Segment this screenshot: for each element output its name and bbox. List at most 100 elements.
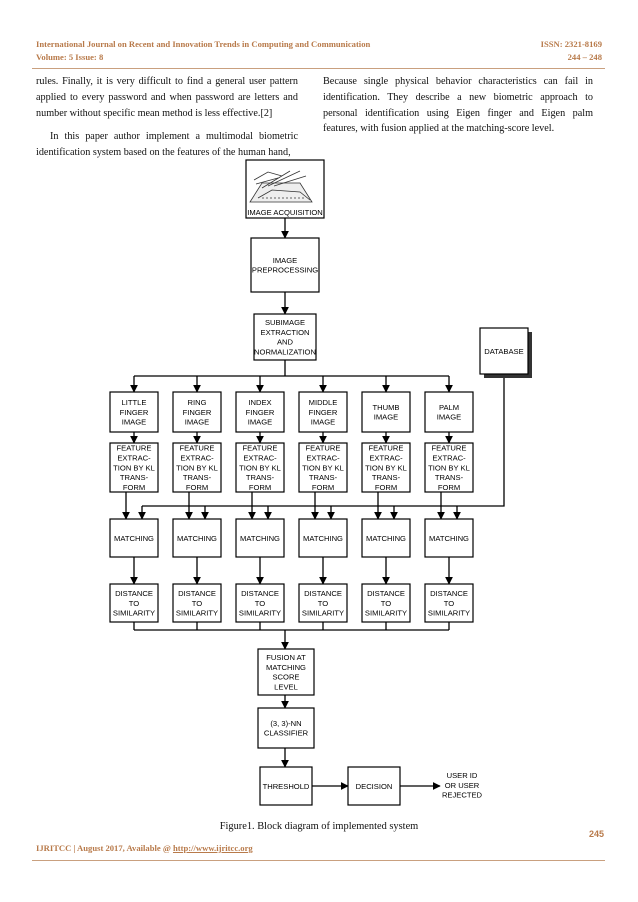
- distance-box-2: [235, 583, 285, 623]
- feature-box-2-label: EXTRAC-: [243, 454, 277, 463]
- volume-issue: Volume: 5 Issue: 8: [36, 52, 104, 62]
- running-header-left: International Journal on Recent and Inno…: [36, 38, 370, 64]
- feature-box-5-label: EXTRAC-: [432, 454, 466, 463]
- feature-box-1-label: TION BY KL: [176, 463, 218, 472]
- image-box-3: [298, 391, 348, 433]
- page-range: 244 – 248: [567, 52, 602, 62]
- feature-box-5: [424, 442, 474, 493]
- subimage-box-label: NORMALIZATION: [254, 348, 316, 357]
- image-box-5-label: PALM: [439, 403, 459, 412]
- matching-box-2: [235, 518, 285, 558]
- right-paragraph-1: Because single physical behavior charact…: [323, 76, 593, 135]
- footer: IJRITCC | August 2017, Available @ http:…: [36, 843, 253, 853]
- output-label-1: OR USER: [445, 781, 480, 790]
- fusion-box-label: FUSION AT: [266, 653, 306, 662]
- image-box-0-label: FINGER: [120, 408, 149, 417]
- image-box-3-label: FINGER: [309, 408, 338, 417]
- image-box-0-label: IMAGE: [122, 418, 146, 427]
- footer-link[interactable]: http://www.ijritcc.org: [172, 843, 253, 853]
- matching-box-4: [361, 518, 411, 558]
- output-label-2: REJECTED: [442, 791, 483, 800]
- feature-box-1: [172, 442, 222, 493]
- classifier-box: [257, 707, 315, 749]
- footer-rule: [32, 860, 605, 861]
- image-box-1-label: RING: [188, 398, 207, 407]
- feature-box-0-label: FEATURE: [117, 444, 152, 453]
- fusion-box: [257, 648, 315, 696]
- distance-box-3-label: TO: [318, 599, 329, 608]
- matching-box-5-label: MATCHING: [429, 534, 469, 543]
- classifier-box-label: CLASSIFIER: [264, 729, 309, 738]
- image-box-5: [424, 391, 474, 433]
- image-box-3-label: IMAGE: [311, 418, 335, 427]
- matching-box-5: [424, 518, 474, 558]
- subimage-box-label: AND: [277, 338, 294, 347]
- classifier-box-label: (3, 3)-NN: [270, 719, 301, 728]
- right-column: Because single physical behavior charact…: [323, 74, 593, 137]
- left-paragraph-2: In this paper author implement a multimo…: [36, 131, 298, 159]
- left-column: rules. Finally, it is very difficult to …: [36, 74, 298, 161]
- distance-box-0-label: DISTANCE: [115, 589, 153, 598]
- matching-box-2-label: MATCHING: [240, 534, 280, 543]
- distance-box-3-label: SIMILARITY: [302, 609, 344, 618]
- matching-box-1: [172, 518, 222, 558]
- matching-box-4-label: MATCHING: [366, 534, 406, 543]
- feature-box-4-label: FORM: [375, 483, 397, 492]
- distance-box-5-label: SIMILARITY: [428, 609, 470, 618]
- image-box-5-label: IMAGE: [437, 413, 461, 422]
- feature-box-3-label: TION BY KL: [302, 463, 344, 472]
- feature-box-5-label: FEATURE: [432, 444, 467, 453]
- image-box-1-label: IMAGE: [185, 418, 209, 427]
- feature-box-4-label: FEATURE: [369, 444, 404, 453]
- decision-box: [347, 766, 401, 806]
- distance-box-3-label: DISTANCE: [304, 589, 342, 598]
- database-box: [479, 327, 529, 375]
- feature-box-4-label: EXTRAC-: [369, 454, 403, 463]
- feature-box-1-label: FEATURE: [180, 444, 215, 453]
- feature-box-2: [235, 442, 285, 493]
- fusion-box-label: LEVEL: [274, 683, 298, 692]
- figure-caption: Figure1. Block diagram of implemented sy…: [219, 821, 419, 832]
- distance-box-0: [109, 583, 159, 623]
- distance-box-0-label: TO: [129, 599, 140, 608]
- distance-box-3: [298, 583, 348, 623]
- matching-box-1-label: MATCHING: [177, 534, 217, 543]
- feature-box-3-label: TRANS-: [309, 473, 338, 482]
- acquisition-label: IMAGE ACQUISITION: [247, 208, 323, 217]
- page-number: 245: [588, 829, 604, 839]
- feature-box-0: [109, 442, 159, 493]
- preprocessing-box: [250, 237, 320, 293]
- feature-box-4-label: TRANS-: [372, 473, 401, 482]
- preprocessing-box-label: PREPROCESSING: [252, 266, 318, 275]
- feature-box-0-label: EXTRAC-: [117, 454, 151, 463]
- database-box-label: DATABASE: [484, 347, 523, 356]
- footer-text: IJRITCC | August 2017, Available @: [36, 843, 173, 853]
- image-box-2-label: FINGER: [246, 408, 275, 417]
- fusion-box-label: MATCHING: [266, 663, 306, 672]
- subimage-box-label: SUBIMAGE: [265, 318, 305, 327]
- hand-scanner-icon: [249, 170, 313, 203]
- feature-box-3-label: FEATURE: [306, 444, 341, 453]
- image-box-1-label: FINGER: [183, 408, 212, 417]
- distance-box-2-label: DISTANCE: [241, 589, 279, 598]
- feature-box-3-label: EXTRAC-: [306, 454, 340, 463]
- feature-box-1-label: TRANS-: [183, 473, 212, 482]
- image-box-4-label: IMAGE: [374, 413, 398, 422]
- image-box-2-label: INDEX: [248, 398, 271, 407]
- running-header-right: ISSN: 2321-8169 244 – 248: [541, 38, 602, 64]
- feature-box-5-label: TRANS-: [435, 473, 464, 482]
- image-box-4-label: THUMB: [373, 403, 400, 412]
- feature-box-2-label: TRANS-: [246, 473, 275, 482]
- image-box-3-label: MIDDLE: [309, 398, 338, 407]
- journal-title: International Journal on Recent and Inno…: [36, 39, 371, 49]
- distance-box-5-label: TO: [444, 599, 455, 608]
- matching-box-0-label: MATCHING: [114, 534, 154, 543]
- feature-box-5-label: FORM: [438, 483, 460, 492]
- left-paragraph-1: rules. Finally, it is very difficult to …: [36, 76, 298, 119]
- threshold-box: [259, 766, 313, 806]
- feature-box-3: [298, 442, 348, 493]
- distance-box-1: [172, 583, 222, 623]
- distance-box-0-label: SIMILARITY: [113, 609, 155, 618]
- image-box-4: [361, 391, 411, 433]
- distance-box-4: [361, 583, 411, 623]
